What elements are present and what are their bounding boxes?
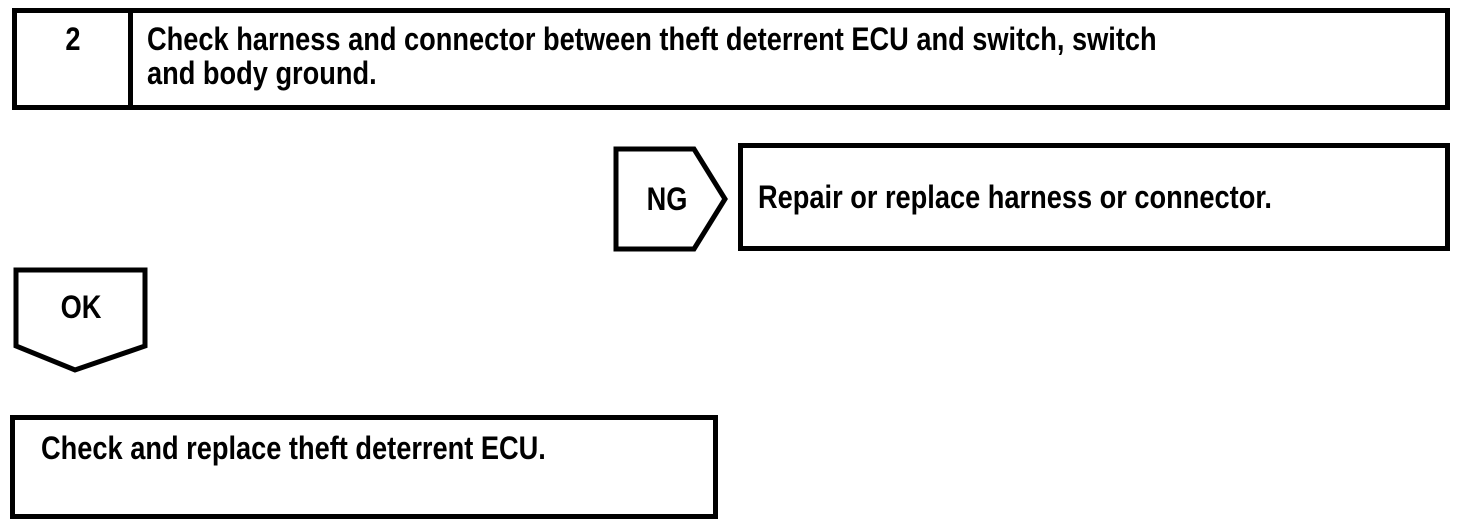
step-number: 2 <box>64 21 81 57</box>
step-number-cell: 2 <box>17 13 133 105</box>
ok-result-text: Check and replace theft deterrent ECU. <box>41 430 546 466</box>
ng-result-box: Repair or replace harness or connector. <box>738 143 1450 251</box>
ok-label: OK <box>60 289 101 325</box>
ok-label-wrap: OK <box>13 267 148 347</box>
ng-label: NG <box>646 181 688 217</box>
ng-arrow-icon <box>613 146 728 252</box>
step-instruction-text: Check harness and connector between thef… <box>147 21 1157 91</box>
step-instruction-cell: Check harness and connector between thef… <box>133 13 1445 105</box>
ok-connector: OK <box>13 267 148 373</box>
ng-result-text: Repair or replace harness or connector. <box>758 179 1272 215</box>
step-box: 2 Check harness and connector between th… <box>12 8 1450 110</box>
ng-label-wrap: NG <box>627 146 707 252</box>
ok-arrow-icon <box>13 267 148 373</box>
ng-connector: NG <box>613 146 728 252</box>
ok-result-box: Check and replace theft deterrent ECU. <box>10 415 718 519</box>
